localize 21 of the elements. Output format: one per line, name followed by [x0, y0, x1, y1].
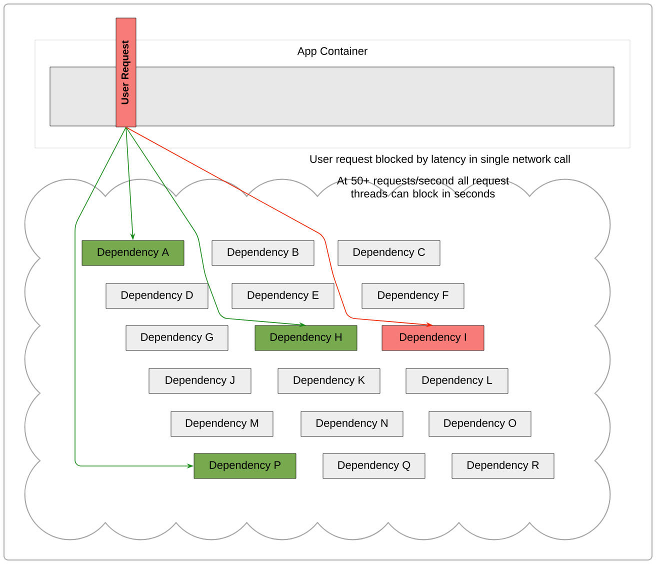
dependency-box: Dependency Q: [322, 453, 426, 479]
dependency-box: Dependency F: [362, 283, 464, 309]
dependency-box: Dependency D: [106, 283, 208, 309]
dependency-box: Dependency H: [254, 325, 358, 351]
dependency-box: Dependency L: [406, 368, 508, 394]
dependency-box: Dependency K: [278, 368, 380, 394]
dependency-box: Dependency N: [300, 411, 404, 437]
dependency-box: Dependency M: [170, 411, 274, 437]
note-text: User request blocked by latency in single network call: [310, 154, 570, 166]
dependency-box: Dependency J: [148, 368, 252, 394]
dependency-box: Dependency G: [126, 325, 228, 351]
dependency-box: Dependency A: [82, 240, 184, 266]
note-text: At 50+ requests/second all request threads can block in seconds: [336, 176, 509, 198]
dependency-box: Dependency O: [428, 411, 532, 437]
dependency-box: Dependency B: [212, 240, 314, 266]
dependency-box: Dependency I: [382, 325, 484, 351]
dependency-box: Dependency P: [194, 453, 296, 479]
dependency-box: Dependency E: [232, 283, 334, 309]
request-box: User Request: [116, 18, 136, 128]
dependency-box: Dependency C: [338, 240, 440, 266]
dependency-box: Dependency R: [452, 453, 554, 479]
